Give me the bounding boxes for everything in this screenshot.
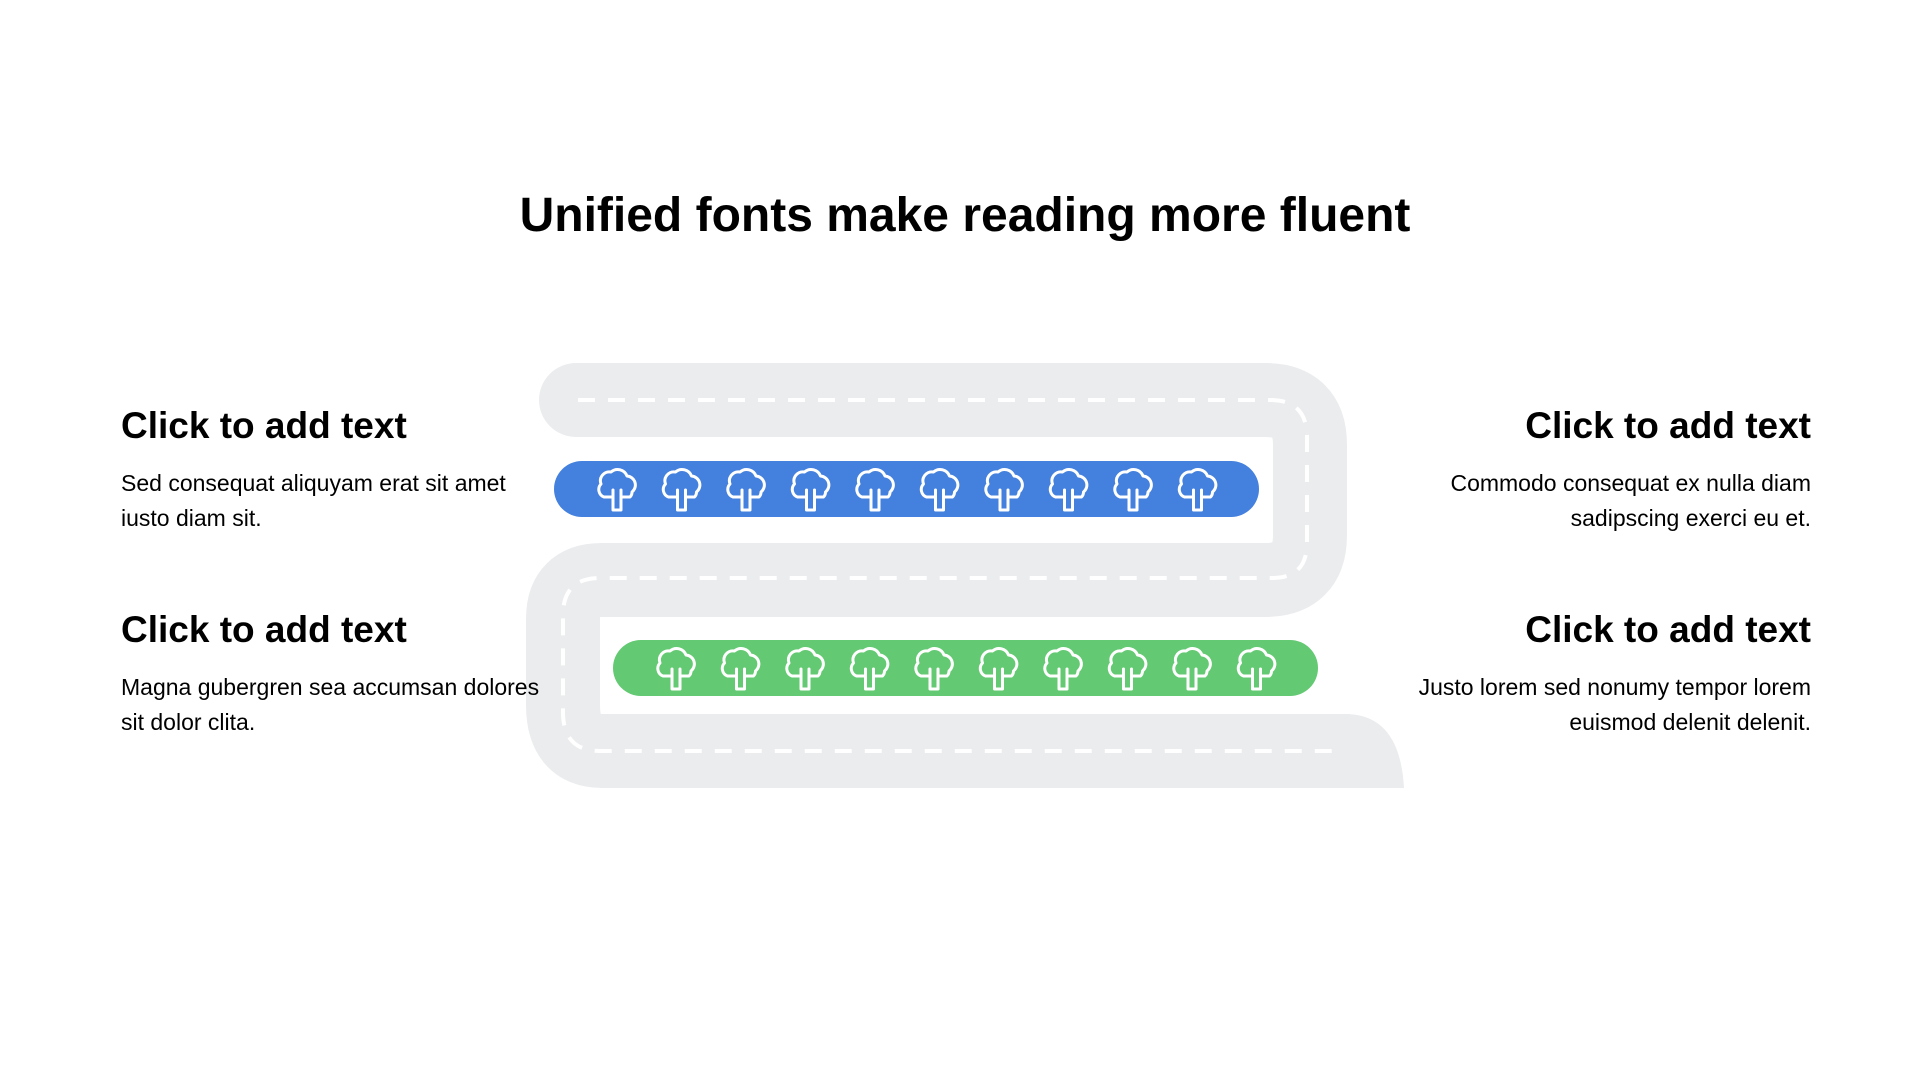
block-body[interactable]: Magna gubergren sea accumsan dolores sit…	[121, 674, 540, 735]
tree-icon	[849, 646, 890, 691]
text-block-top-right: Click to add text Commodo consequat ex n…	[1391, 404, 1811, 536]
road	[526, 363, 1382, 788]
block-heading[interactable]: Click to add text	[121, 405, 407, 446]
tree-icon	[726, 467, 766, 512]
tree-icon	[1113, 467, 1153, 512]
tree-icon	[984, 467, 1024, 512]
tree-icon	[661, 467, 702, 512]
tree-icon	[1043, 646, 1083, 691]
tree-icon	[785, 646, 825, 691]
tree-row-2	[613, 640, 1318, 696]
tree-icon	[919, 467, 960, 512]
tree-icon	[978, 646, 1019, 691]
road-end	[1345, 714, 1404, 788]
text-block-bottom-left: Click to add text Magna gubergren sea ac…	[121, 608, 541, 740]
block-heading[interactable]: Click to add text	[1525, 609, 1811, 650]
tree-icon	[597, 467, 637, 512]
tree-icon	[855, 467, 895, 512]
block-body[interactable]: Commodo consequat ex nulla diam sadipsci…	[1450, 470, 1811, 531]
text-block-bottom-right: Click to add text Justo lorem sed nonumy…	[1391, 608, 1811, 740]
tree-row-1	[554, 461, 1259, 517]
tree-icon	[1236, 646, 1277, 691]
tree-icon	[720, 646, 761, 691]
tree-icon	[1177, 467, 1218, 512]
tree-icon	[790, 467, 831, 512]
page-title: Unified fonts make reading more fluent	[519, 189, 1411, 242]
block-heading[interactable]: Click to add text	[1525, 405, 1811, 446]
tree-icon	[656, 646, 696, 691]
tree-row-bar	[554, 461, 1259, 517]
tree-row-bar	[613, 640, 1318, 696]
block-body[interactable]: Justo lorem sed nonumy tempor lorem euis…	[1418, 674, 1811, 735]
text-block-top-left: Click to add text Sed consequat aliquyam…	[121, 404, 541, 536]
tree-icon	[1048, 467, 1089, 512]
block-heading[interactable]: Click to add text	[121, 609, 407, 650]
tree-icon	[1107, 646, 1148, 691]
tree-icon	[1172, 646, 1212, 691]
block-body[interactable]: Sed consequat aliquyam erat sit amet ius…	[121, 470, 506, 531]
tree-icon	[914, 646, 954, 691]
road-dashes	[561, 398, 1340, 753]
